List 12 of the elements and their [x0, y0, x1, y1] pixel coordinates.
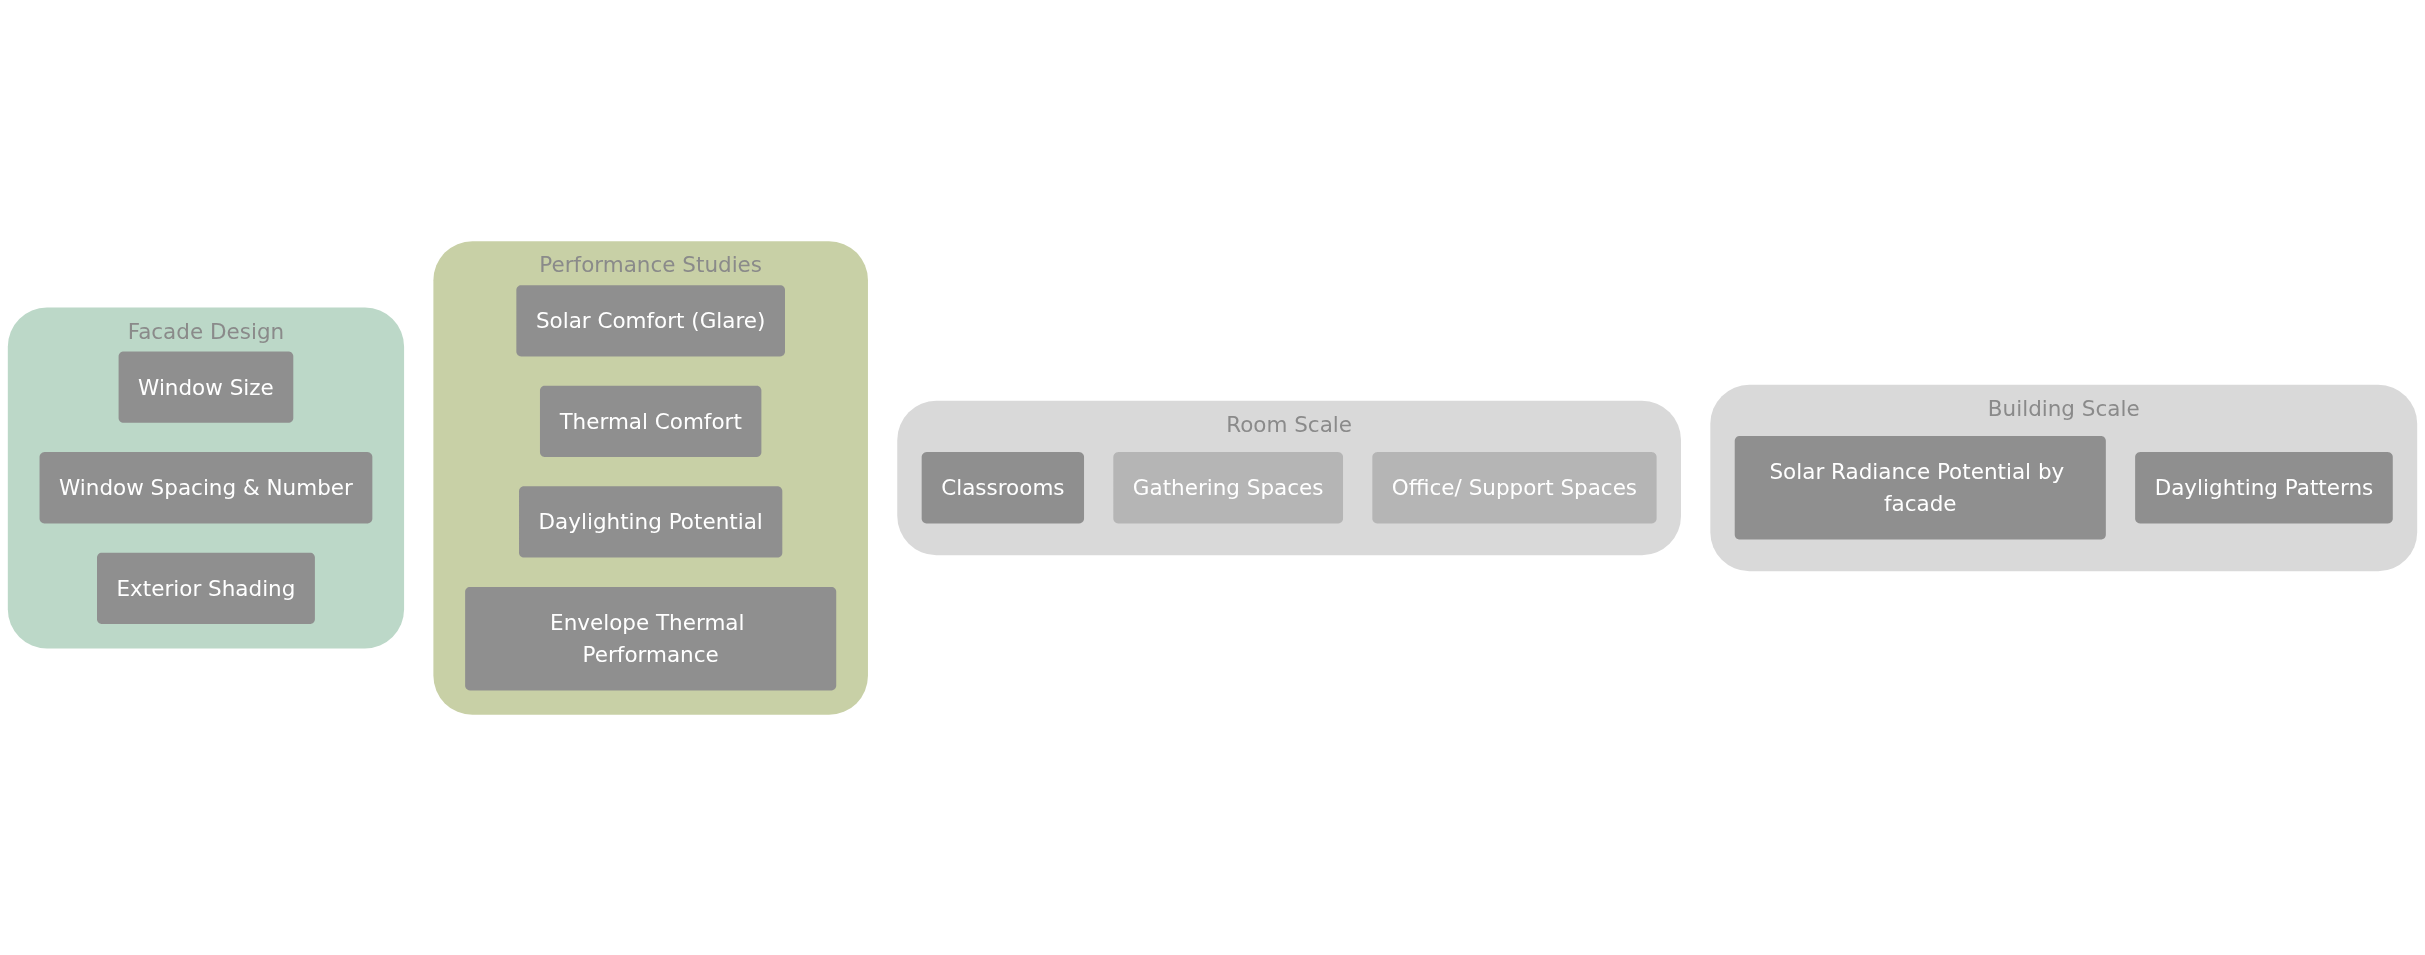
node-box: Office/ Support Spaces	[1372, 451, 1657, 523]
node-box: Solar Radiance Potential by facade	[1734, 435, 2106, 539]
node-box: Exterior Shading	[97, 552, 315, 624]
node-box: Daylighting Potential	[519, 485, 783, 558]
node-box: Window Spacing & Number	[39, 451, 373, 523]
node-box: Daylighting Patterns	[2135, 451, 2393, 523]
node-box: Classrooms	[921, 451, 1085, 523]
node-box: Solar Comfort (Glare)	[516, 284, 785, 356]
node-box: Gathering Spaces	[1113, 451, 1344, 523]
node-box: Thermal Comfort	[539, 385, 762, 457]
node-box: Envelope Thermal Performance	[465, 586, 837, 690]
node-box: Window Size	[118, 351, 294, 423]
